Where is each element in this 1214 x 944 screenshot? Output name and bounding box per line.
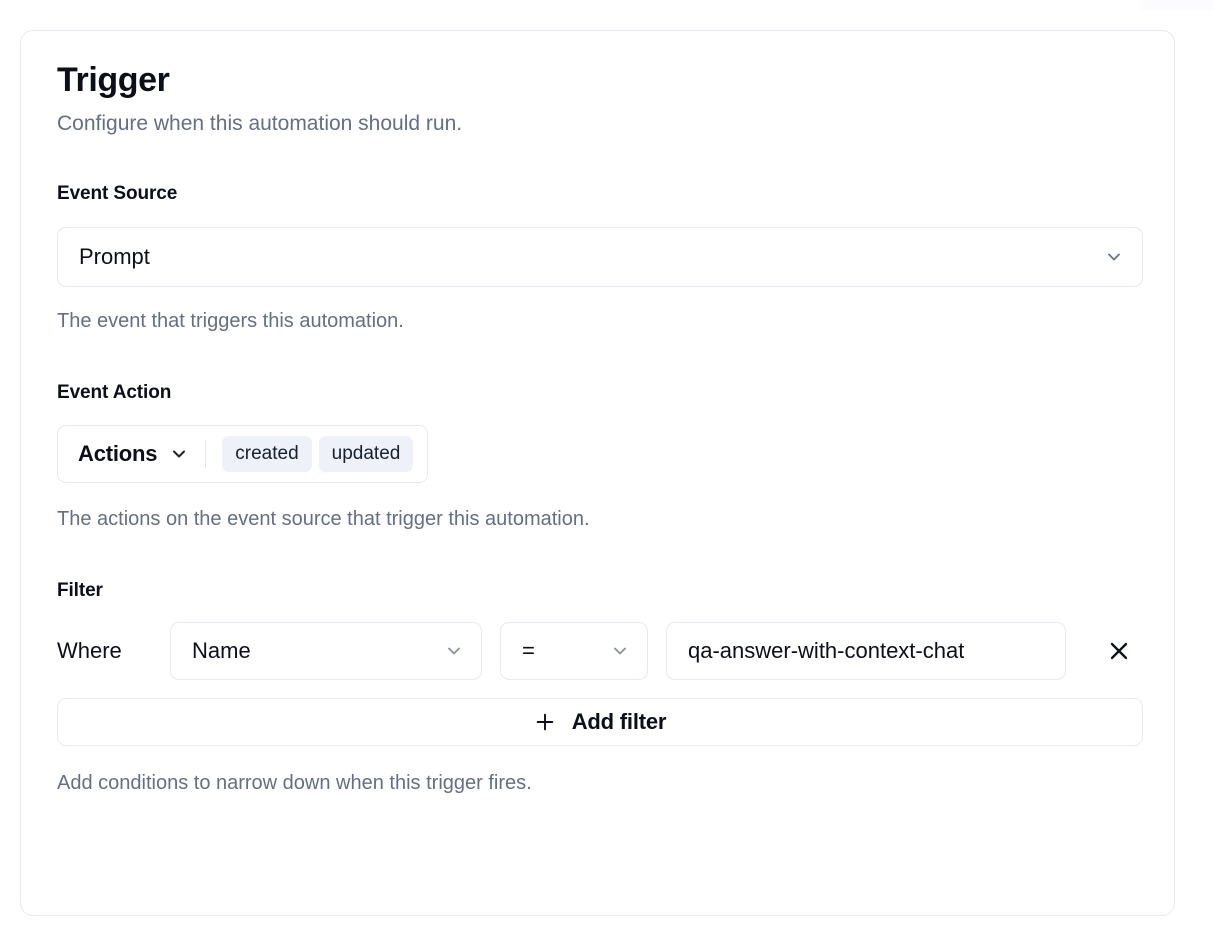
close-icon — [1107, 639, 1131, 663]
filter-field-value: Name — [192, 638, 251, 664]
top-edge-sliver — [1140, 0, 1214, 10]
filter-helper-text: Add conditions to narrow down when this … — [57, 772, 532, 795]
add-filter-button[interactable]: Add filter — [57, 698, 1143, 747]
where-label: Where — [57, 638, 122, 664]
filter-label: Filter — [57, 580, 103, 602]
filter-value-input[interactable]: qa-answer-with-context-chat — [666, 622, 1066, 681]
page-title: Trigger — [57, 61, 170, 99]
event-action-dropdown-trigger[interactable]: Actions — [78, 441, 205, 467]
plus-icon — [534, 711, 556, 733]
action-pill-created[interactable]: created — [222, 436, 312, 473]
filter-value-text: qa-answer-with-context-chat — [688, 638, 965, 664]
chevron-down-icon — [169, 444, 189, 464]
event-source-select[interactable]: Prompt — [57, 227, 1143, 288]
remove-filter-button[interactable] — [1100, 632, 1138, 670]
action-pill-updated[interactable]: updated — [318, 436, 414, 473]
filter-operator-value: = — [522, 638, 535, 664]
filter-group: Filter Where Name = — [57, 580, 1143, 795]
event-action-trigger-label: Actions — [78, 441, 158, 467]
filter-operator-select[interactable]: = — [500, 622, 648, 681]
event-action-helper-text: The actions on the event source that tri… — [57, 508, 590, 531]
event-source-label: Event Source — [57, 183, 178, 205]
event-action-group: Event Action Actions created updated T — [57, 382, 1138, 531]
divider — [205, 440, 207, 469]
event-action-combo: Actions created updated — [57, 425, 429, 484]
filter-row: Where Name = — [57, 622, 1138, 681]
page-subtitle: Configure when this automation should ru… — [57, 112, 463, 136]
chevron-down-icon — [1104, 247, 1124, 267]
add-filter-label: Add filter — [571, 709, 667, 735]
event-source-helper-text: The event that triggers this automation. — [57, 310, 404, 333]
selected-action-pills: created updated — [206, 436, 414, 473]
event-source-group: Event Source Prompt The event that trigg… — [57, 183, 1143, 333]
chevron-down-icon — [444, 641, 464, 661]
event-action-label: Event Action — [57, 382, 172, 404]
chevron-down-icon — [610, 641, 630, 661]
trigger-card: Trigger Configure when this automation s… — [20, 30, 1175, 916]
event-source-selected-value: Prompt — [79, 244, 150, 270]
filter-field-select[interactable]: Name — [170, 622, 482, 681]
